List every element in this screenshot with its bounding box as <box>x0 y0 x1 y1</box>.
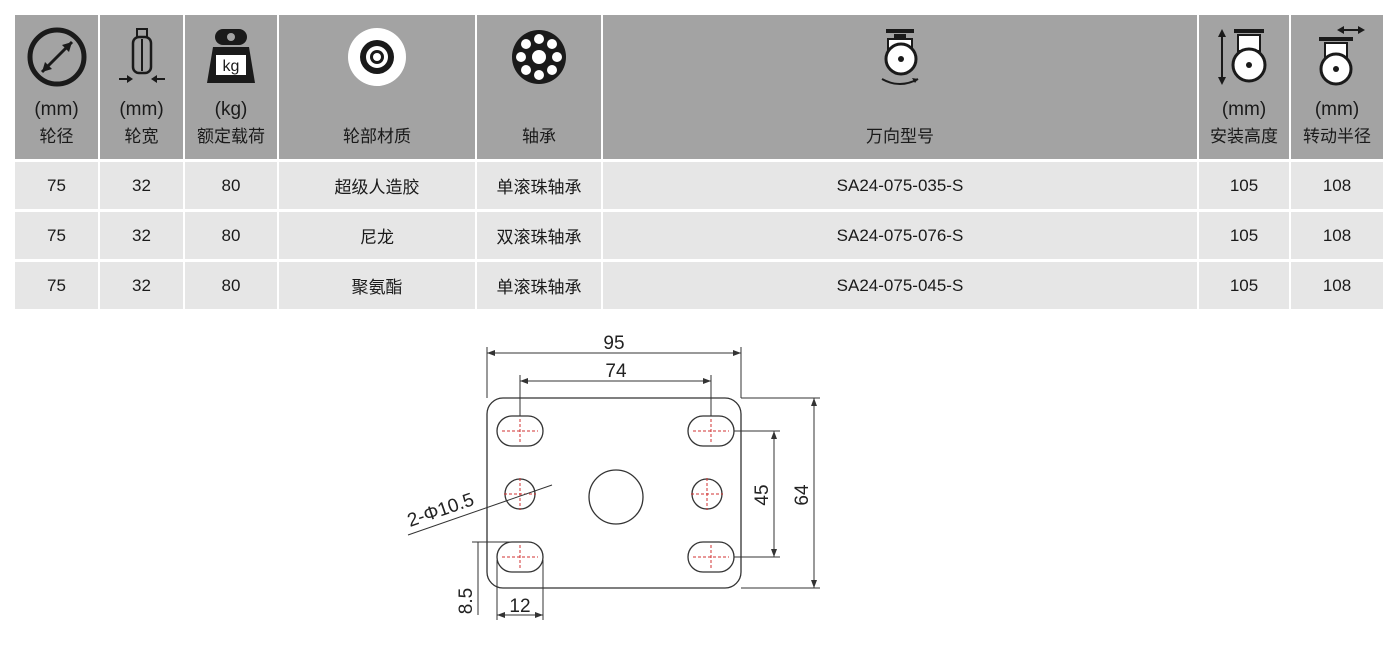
cell-rated-load: 80 <box>185 212 277 259</box>
swivel-radius-icon <box>1305 23 1369 91</box>
header-wheel-material: 轮部材质 <box>279 15 475 159</box>
wheel-width-icon <box>117 23 167 91</box>
table-row: 75 32 80 聚氨酯 单滚珠轴承 SA24-075-045-S 105 10… <box>15 262 1383 309</box>
cell-swivel-radius: 108 <box>1291 262 1383 309</box>
cell-swivel-model: SA24-075-045-S <box>603 262 1197 309</box>
cell-wheel-diameter: 75 <box>15 212 98 259</box>
dim-edge-offset: 8.5 <box>456 588 477 614</box>
header-rated-load: kg (kg) 额定载荷 <box>185 15 277 159</box>
header-mounting-height: (mm) 安装高度 <box>1199 15 1289 159</box>
center-marks <box>502 419 729 569</box>
dim-plate-width: 95 <box>603 333 624 354</box>
cell-wheel-material: 聚氨酯 <box>279 262 475 309</box>
header-unit: (mm) <box>119 99 164 120</box>
dim-hole-callout: 2-Φ10.5 <box>405 489 477 531</box>
bearing-icon <box>507 23 571 91</box>
header-bearing: 轴承 <box>477 15 601 159</box>
plate-outline <box>486 397 742 589</box>
header-wheel-width: (mm) 轮宽 <box>100 15 183 159</box>
load-icon-text: kg <box>223 58 240 75</box>
header-unit: (mm) <box>34 99 79 120</box>
cell-bearing: 单滚珠轴承 <box>477 162 601 209</box>
cell-bearing: 单滚珠轴承 <box>477 262 601 309</box>
cell-wheel-width: 32 <box>100 212 183 259</box>
load-weight-icon: kg <box>205 23 257 91</box>
cell-mounting-height: 105 <box>1199 212 1289 259</box>
header-label: 转动半径 <box>1303 127 1371 146</box>
dimension-lines <box>407 347 820 620</box>
cell-mounting-height: 105 <box>1199 262 1289 309</box>
cell-wheel-width: 32 <box>100 162 183 209</box>
cell-wheel-width: 32 <box>100 262 183 309</box>
spec-table: (mm) 轮径 (mm) 轮宽 <box>15 15 1383 309</box>
table-row: 75 32 80 尼龙 双滚珠轴承 SA24-075-076-S 105 108 <box>15 212 1383 259</box>
dimension-arrows <box>487 350 817 618</box>
header-label: 轮宽 <box>124 127 159 146</box>
cell-bearing: 双滚珠轴承 <box>477 212 601 259</box>
cell-wheel-material: 尼龙 <box>279 212 475 259</box>
header-swivel-model: 万向型号 <box>603 15 1197 159</box>
header-unit: (mm) <box>1314 99 1360 120</box>
header-wheel-diameter: (mm) 轮径 <box>15 15 98 159</box>
header-unit: (mm) <box>1221 99 1267 120</box>
header-swivel-radius: (mm) 转动半径 <box>1291 15 1383 159</box>
dim-hole-spacing-x: 74 <box>605 361 627 382</box>
cell-swivel-model: SA24-075-076-S <box>603 212 1197 259</box>
mounting-plate-drawing: 95 74 64 45 2-Φ10.5 8.5 12 <box>405 333 820 620</box>
dim-hole-spacing-y: 45 <box>752 484 773 505</box>
table-header: (mm) 轮径 (mm) 轮宽 <box>15 15 1383 159</box>
header-label: 轮部材质 <box>343 127 411 146</box>
cell-wheel-diameter: 75 <box>15 262 98 309</box>
cell-wheel-diameter: 75 <box>15 162 98 209</box>
cell-swivel-model: SA24-075-035-S <box>603 162 1197 209</box>
dim-slot-length: 12 <box>509 596 530 617</box>
header-label: 额定载荷 <box>197 127 265 146</box>
center-hole <box>588 469 644 525</box>
cell-swivel-radius: 108 <box>1291 212 1383 259</box>
cell-rated-load: 80 <box>185 162 277 209</box>
header-label: 轮径 <box>39 127 74 146</box>
cell-wheel-material: 超级人造胶 <box>279 162 475 209</box>
header-label: 轴承 <box>522 127 556 146</box>
cell-mounting-height: 105 <box>1199 162 1289 209</box>
cell-rated-load: 80 <box>185 262 277 309</box>
dim-plate-height: 64 <box>792 484 813 506</box>
cell-swivel-radius: 108 <box>1291 162 1383 209</box>
table-row: 75 32 80 超级人造胶 单滚珠轴承 SA24-075-035-S 105 … <box>15 162 1383 209</box>
wheel-material-icon <box>345 23 409 91</box>
swivel-caster-icon <box>868 23 932 91</box>
header-unit: (kg) <box>214 99 248 120</box>
wheel-diameter-icon <box>25 23 89 91</box>
header-label: 万向型号 <box>866 127 934 146</box>
mounting-height-icon <box>1212 23 1276 91</box>
header-label: 安装高度 <box>1210 127 1278 146</box>
